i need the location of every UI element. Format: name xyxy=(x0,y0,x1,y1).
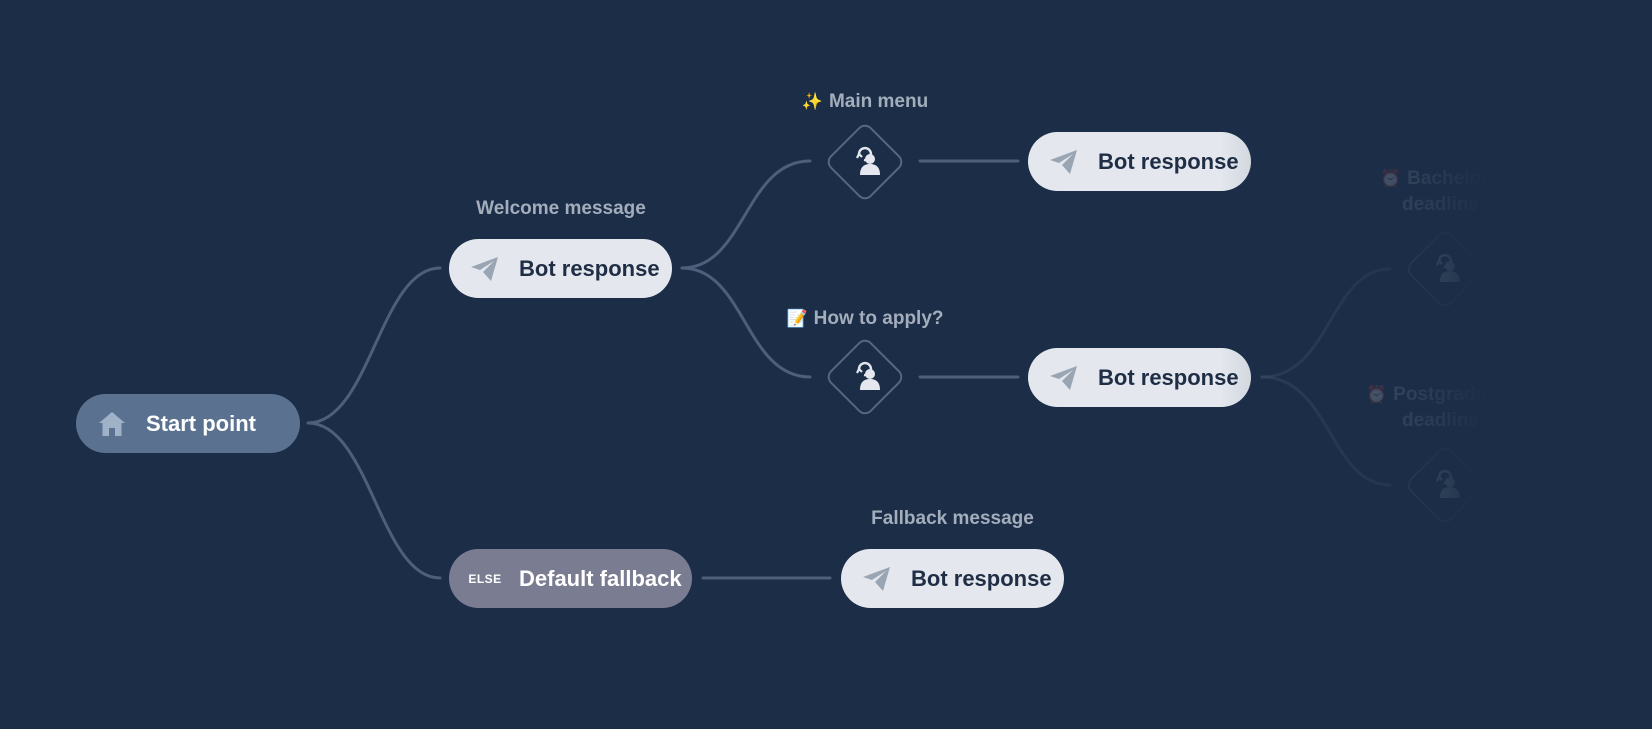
how-to-apply-bot-response-node[interactable]: Bot response xyxy=(1028,348,1251,407)
user-intent-icon xyxy=(845,357,885,397)
start-point-node[interactable]: Start point xyxy=(76,394,300,453)
paper-plane-icon xyxy=(467,256,503,282)
main-menu-caption: ✨ Main menu xyxy=(780,89,950,115)
bot-response-label: Bot response xyxy=(1098,364,1239,390)
user-intent-icon xyxy=(1425,249,1465,289)
edge-start-welcome xyxy=(306,266,442,425)
alarm-clock-icon: ⏰ xyxy=(1380,169,1402,188)
fallback-message-caption: Fallback message xyxy=(871,508,1034,529)
how-to-apply-caption: 📝 How to apply? xyxy=(780,306,950,332)
home-icon xyxy=(94,410,130,438)
sparkles-icon: ✨ xyxy=(801,92,823,111)
welcome-message-caption: Welcome message xyxy=(476,198,646,219)
edge-apply-bachelor xyxy=(1260,267,1392,379)
else-tag: ELSE xyxy=(468,571,502,586)
edge-start-fallback xyxy=(306,421,442,580)
postgrad-deadlines-caption: ⏰Postgradua deadlines xyxy=(1366,384,1498,431)
default-fallback-node[interactable]: ELSE Default fallback xyxy=(449,549,692,608)
default-fallback-label: Default fallback xyxy=(519,565,682,591)
alarm-clock-icon: ⏰ xyxy=(1366,385,1388,404)
paper-plane-icon xyxy=(859,566,895,592)
fallback-bot-response-node[interactable]: Bot response xyxy=(841,549,1064,608)
user-intent-icon xyxy=(845,142,885,182)
bachelor-deadlines-caption: ⏰Bachelor deadlines xyxy=(1380,168,1490,215)
edge-welcome-howtoapply xyxy=(680,266,812,379)
edge-welcome-mainmenu xyxy=(680,159,812,270)
paper-plane-icon xyxy=(1046,365,1082,391)
memo-icon: 📝 xyxy=(786,309,808,328)
bot-response-label: Bot response xyxy=(1098,148,1239,174)
main-menu-label: Main menu xyxy=(828,91,929,112)
welcome-bot-response-node[interactable]: Bot response xyxy=(449,239,672,298)
bot-response-label: Bot response xyxy=(519,255,660,281)
paper-plane-icon xyxy=(1046,149,1082,175)
bot-response-label: Bot response xyxy=(911,565,1052,591)
how-to-apply-label: How to apply? xyxy=(813,308,944,329)
user-intent-icon xyxy=(1425,465,1465,505)
main-menu-bot-response-node[interactable]: Bot response xyxy=(1028,132,1251,191)
start-point-label: Start point xyxy=(146,410,256,436)
